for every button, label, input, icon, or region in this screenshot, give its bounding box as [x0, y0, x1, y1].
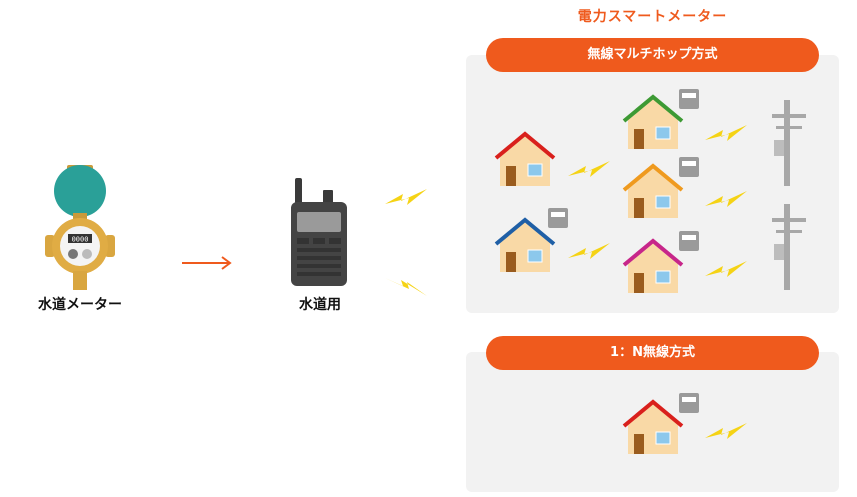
handheld-label: 水道用: [299, 297, 341, 313]
utility-pole-icon: [772, 100, 806, 186]
water-meter-display: 0000: [72, 236, 89, 244]
smart-meter-title: 電力スマートメーター: [577, 9, 728, 25]
lightning-icon: [705, 125, 747, 141]
house-icon: [622, 94, 684, 149]
smart-meter-icon: [679, 393, 699, 413]
lightning-icon: [385, 189, 427, 205]
lightning-icon: [568, 161, 610, 177]
lightning-icon: [385, 278, 427, 296]
house-icon: [622, 238, 684, 293]
house-icon: [494, 217, 556, 272]
lightning-icon: [705, 423, 747, 439]
smart-meter-icon: [679, 231, 699, 251]
one-to-n-title-pill: 1：N無線方式: [486, 336, 819, 370]
smart-meter-icon: [679, 157, 699, 177]
utility-pole-icon: [772, 204, 806, 290]
smart-meter-icon: [548, 208, 568, 228]
lightning-icon: [705, 191, 747, 207]
house-icon: [622, 399, 684, 454]
handheld-terminal-icon: [291, 178, 347, 286]
lightning-icon: [705, 261, 747, 277]
lightning-icon: [568, 243, 610, 259]
water-meter-icon: 0000: [45, 165, 115, 290]
water-meter-label: 水道メーター: [38, 297, 122, 313]
multihop-title-pill: 無線マルチホップ方式: [486, 38, 819, 72]
house-icon: [622, 163, 684, 218]
arrow-right-icon: [182, 256, 232, 270]
house-icon: [494, 131, 556, 186]
smart-meter-icon: [679, 89, 699, 109]
